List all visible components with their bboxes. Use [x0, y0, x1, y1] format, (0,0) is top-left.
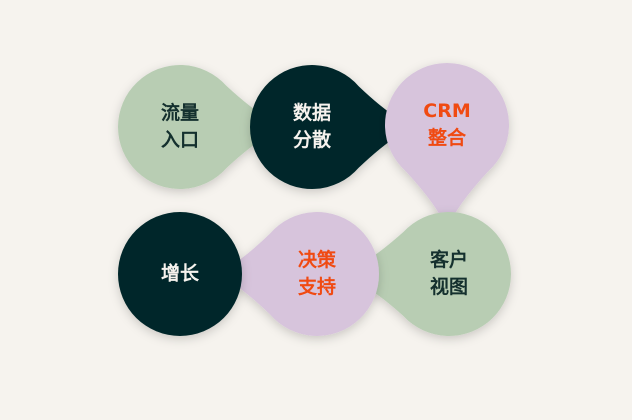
teardrop-shape [385, 62, 509, 229]
node-decision-support [216, 211, 380, 336]
teardrop-shape [249, 64, 414, 189]
node-label-decision-support: 决策 支持 [297, 249, 336, 298]
circle-shape [118, 212, 242, 336]
node-data-scattered [249, 64, 414, 189]
node-label-traffic-entry: 流量 入口 [160, 102, 199, 151]
node-customer-view [342, 212, 511, 336]
teardrop-shape [216, 211, 380, 336]
teardrop-shape [118, 65, 284, 189]
node-traffic-entry [118, 65, 284, 189]
node-crm-integration [385, 62, 509, 229]
node-label-data-scattered: 数据 分散 [292, 102, 331, 151]
node-label-customer-view: 客户 视图 [429, 249, 468, 298]
teardrop-shape [342, 212, 511, 336]
node-label-crm-integration: CRM 整合 [423, 100, 471, 149]
node-growth [118, 212, 242, 336]
node-label-growth: 增长 [160, 262, 199, 285]
